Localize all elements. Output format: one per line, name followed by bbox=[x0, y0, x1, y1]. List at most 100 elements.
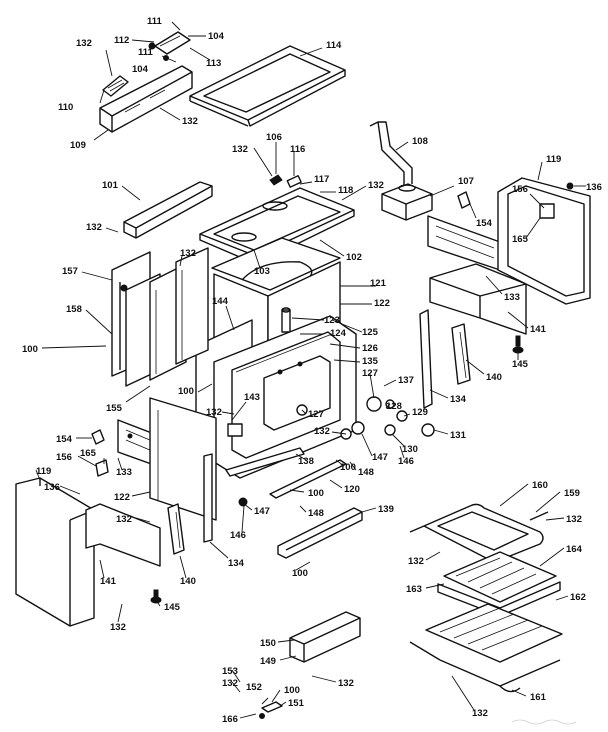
callout-121: 121 bbox=[370, 278, 387, 289]
part-110-control-switch bbox=[102, 75, 129, 97]
callout-132j: 132 bbox=[566, 514, 582, 525]
callout-143: 143 bbox=[244, 392, 260, 403]
callout-131: 131 bbox=[450, 430, 467, 441]
callout-151: 151 bbox=[288, 698, 305, 709]
callout-156a: 156 bbox=[512, 184, 528, 195]
part-146-bolt bbox=[238, 497, 248, 507]
callout-154b: 154 bbox=[56, 434, 73, 445]
part-145-leveler-left bbox=[150, 589, 162, 604]
callout-148b: 148 bbox=[308, 508, 324, 519]
part-140-bracket-right bbox=[451, 323, 471, 385]
callout-100d: 100 bbox=[308, 488, 324, 499]
callout-147a: 147 bbox=[372, 452, 388, 463]
callout-132c: 132 bbox=[232, 144, 248, 155]
callout-129: 129 bbox=[412, 407, 428, 418]
callout-132n: 132 bbox=[338, 678, 354, 689]
callout-120: 120 bbox=[344, 484, 360, 495]
callout-132e: 132 bbox=[86, 222, 102, 233]
part-141-bottom-bracket-right bbox=[429, 263, 527, 335]
callout-132a: 132 bbox=[76, 38, 92, 49]
callout-136a: 136 bbox=[586, 182, 602, 193]
part-121-oven-top bbox=[211, 237, 341, 291]
callout-155: 155 bbox=[106, 403, 123, 414]
callout-132l: 132 bbox=[110, 622, 126, 633]
callout-119b: 119 bbox=[36, 466, 51, 477]
callout-106: 106 bbox=[266, 132, 282, 143]
part-161-bottom-rack bbox=[409, 641, 561, 693]
part-154-clip-right bbox=[457, 191, 471, 209]
callout-122a: 122 bbox=[374, 298, 390, 309]
callout-109: 109 bbox=[70, 140, 86, 151]
callout-132g: 132 bbox=[206, 407, 222, 418]
part-141-bottom-bracket-left bbox=[85, 503, 161, 567]
callout-154a: 154 bbox=[476, 218, 493, 229]
callout-144: 144 bbox=[212, 296, 229, 307]
callout-107: 107 bbox=[458, 176, 474, 187]
part-150-storage-box bbox=[289, 611, 361, 663]
callout-100f: 100 bbox=[284, 685, 300, 696]
part-129-knob bbox=[396, 410, 408, 422]
part-164-broiler-pan-grid bbox=[443, 551, 557, 603]
part-138-rail bbox=[225, 447, 305, 477]
callout-132k: 132 bbox=[408, 556, 424, 567]
part-109-control-panel bbox=[99, 65, 193, 133]
part-154-clip-left bbox=[91, 429, 105, 445]
part-113-bracket bbox=[148, 31, 191, 61]
part-107-vent-box bbox=[381, 183, 433, 221]
callout-122b: 122 bbox=[114, 492, 130, 503]
callout-166: 166 bbox=[222, 714, 238, 725]
callout-112: 112 bbox=[114, 35, 129, 46]
leader-lines bbox=[35, 21, 586, 719]
callout-140a: 140 bbox=[486, 372, 502, 383]
faint-signature-mark bbox=[511, 719, 577, 725]
callout-137: 137 bbox=[398, 375, 414, 386]
callout-124: 124 bbox=[330, 328, 347, 339]
part-108-vent-duct bbox=[369, 121, 413, 186]
callout-132h: 132 bbox=[314, 426, 330, 437]
callout-132o: 132 bbox=[472, 708, 488, 719]
callout-149: 149 bbox=[260, 656, 276, 667]
callout-128: 128 bbox=[386, 401, 402, 412]
callout-132i: 132 bbox=[116, 514, 132, 525]
part-143-lower-left-wall bbox=[149, 397, 243, 521]
callout-126: 126 bbox=[362, 343, 378, 354]
callout-134a: 134 bbox=[450, 394, 467, 405]
part-151-latch bbox=[259, 701, 283, 719]
part-130-knob bbox=[384, 424, 396, 436]
callout-118: 118 bbox=[338, 185, 353, 196]
callout-153: 153 bbox=[222, 666, 238, 677]
callout-136b: 136 bbox=[44, 482, 60, 493]
part-134-left-strip bbox=[203, 453, 213, 543]
callout-165a: 165 bbox=[512, 234, 529, 245]
callout-146a: 146 bbox=[398, 456, 414, 467]
part-120-rail bbox=[269, 459, 347, 499]
callout-125: 125 bbox=[362, 327, 379, 338]
part-123-sensor bbox=[281, 307, 291, 333]
callout-134b: 134 bbox=[228, 558, 245, 569]
callout-141b: 141 bbox=[100, 576, 117, 587]
part-126-door-frame bbox=[213, 315, 357, 479]
part-165-clip-left bbox=[95, 459, 109, 477]
callout-160: 160 bbox=[532, 480, 548, 491]
part-155-side-channel bbox=[125, 247, 209, 387]
callout-165b: 165 bbox=[80, 448, 97, 459]
part-131-knob bbox=[421, 423, 435, 437]
part-160-broil-element bbox=[409, 503, 549, 562]
callout-158: 158 bbox=[66, 304, 82, 315]
callout-145a: 145 bbox=[512, 359, 529, 370]
callout-103: 103 bbox=[254, 266, 270, 277]
callout-132f: 132 bbox=[180, 248, 196, 259]
callout-100b: 100 bbox=[178, 386, 194, 397]
callout-119a: 119 bbox=[546, 154, 561, 165]
callout-132m: 132 bbox=[222, 678, 238, 689]
part-140-bracket-left bbox=[167, 503, 185, 555]
callout-133a: 133 bbox=[504, 292, 520, 303]
part-114-cooktop-frame bbox=[189, 45, 346, 127]
callout-139: 139 bbox=[378, 504, 394, 515]
callout-labels: 111 104 112 132 111 113 104 114 110 132 … bbox=[22, 16, 602, 725]
callout-164: 164 bbox=[566, 544, 583, 555]
callout-102: 102 bbox=[346, 252, 362, 263]
part-119-side-panel-right bbox=[497, 177, 591, 305]
callout-101: 101 bbox=[102, 180, 119, 191]
